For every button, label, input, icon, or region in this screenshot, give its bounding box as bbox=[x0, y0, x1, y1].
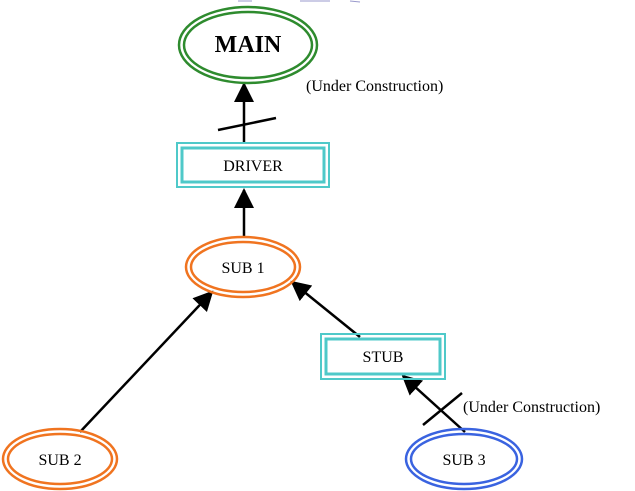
node-sub1-label: SUB 1 bbox=[221, 260, 264, 277]
cross-mark bbox=[422, 392, 463, 426]
top-edge-artifacts bbox=[238, 0, 361, 3]
sub3-under-construction-note: (Under Construction) bbox=[463, 399, 600, 416]
node-sub3-label: SUB 3 bbox=[442, 452, 485, 469]
connector-sub2-to-sub1 bbox=[79, 290, 214, 433]
connector-driver-to-main bbox=[217, 82, 277, 143]
node-sub1: SUB 1 bbox=[184, 235, 302, 299]
node-driver-label: DRIVER bbox=[223, 158, 283, 175]
connector-sub3-to-stub bbox=[401, 374, 466, 433]
node-main: MAIN bbox=[177, 5, 319, 85]
node-stub-label: STUB bbox=[363, 349, 404, 366]
connector-stub-to-sub1 bbox=[290, 280, 361, 338]
node-sub2: SUB 2 bbox=[1, 427, 119, 491]
main-under-construction-note: (Under Construction) bbox=[306, 78, 443, 95]
node-sub3: SUB 3 bbox=[404, 427, 524, 491]
cross-mark bbox=[217, 116, 277, 132]
node-driver: DRIVER bbox=[176, 142, 330, 188]
node-main-label: MAIN bbox=[215, 32, 282, 58]
node-stub: STUB bbox=[320, 333, 446, 380]
node-sub2-label: SUB 2 bbox=[38, 452, 81, 469]
